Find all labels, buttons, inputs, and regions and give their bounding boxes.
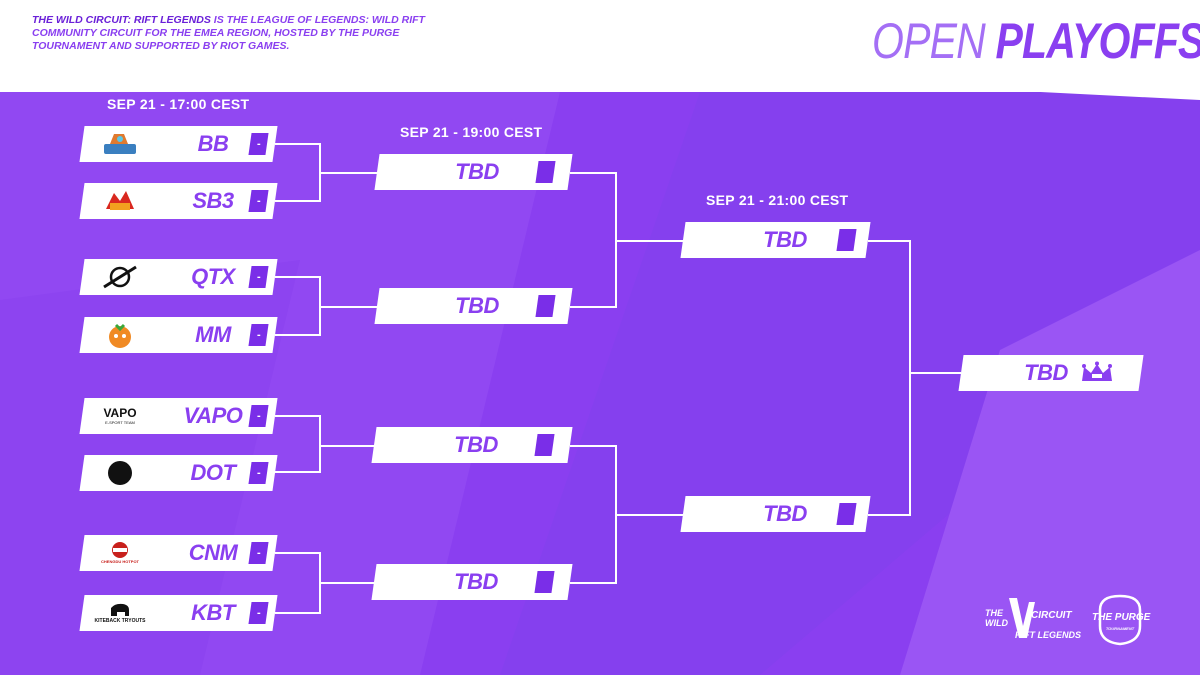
title-playoffs: Playoffs [995,13,1200,69]
team-card-kbt: KITEBACK TRYOUTS KBT - [79,595,278,631]
vapo-logo-text: VAPO [103,405,137,420]
the-purge-logo: THE PURGE TOURNAMENT [1090,590,1150,650]
title-open: Open [872,13,986,69]
team-card-sb3: SB3 - [79,183,278,219]
team-tag: KBT [191,600,235,625]
team-card-vapo: VAPO E-SPORT TEAM VAPO - [79,398,278,434]
team-tag: CNM [188,540,238,565]
semi-card-1: TBD [374,154,573,190]
semi-card-2: TBD [374,288,573,324]
crown-icon [1079,361,1115,385]
mm-logo-icon [92,321,148,349]
vapo-logo-icon: VAPO E-SPORT TEAM [92,402,148,430]
purge-line1: THE PURGE [1092,612,1151,623]
team-card-cnm: CHENGDU HOTPOT CNM - [79,535,278,571]
team-score: - [248,405,269,427]
dot-logo-icon [92,459,148,487]
team-score: - [248,133,269,155]
team-card-mm: MM - [79,317,278,353]
team-score: - [248,266,269,288]
semi-tag: TBD [454,569,498,594]
purge-line2: TOURNAMENT [1105,626,1135,631]
team-score: - [248,602,269,624]
kbt-logo-icon: KITEBACK TRYOUTS [92,599,148,627]
round1-date: SEP 21 - 17:00 CEST [107,96,250,112]
final-slot-tag: TBD [763,501,807,526]
semi-score [534,434,555,456]
intro-text: The Wild Circuit: Rift Legends is the Le… [32,14,427,53]
team-card-bb: BB - [79,126,278,162]
semi-card-3: TBD [371,427,573,463]
round3-date: SEP 21 - 21:00 CEST [706,192,849,208]
champion-card: TBD [958,355,1144,391]
bb-logo-icon [92,130,148,158]
team-score: - [248,542,269,564]
team-card-qtx: QTX - [79,259,278,295]
champion-tag: TBD [1024,360,1068,385]
team-tag: VAPO [183,403,243,428]
team-tag: BB [197,131,229,156]
cnm-logo-text: CHENGDU HOTPOT [101,559,139,564]
semi-score [535,295,556,317]
final-slot-score [836,229,857,251]
team-score: - [248,462,269,484]
kbt-logo-text: KITEBACK TRYOUTS [94,618,146,624]
team-card-dot: DOT - [79,455,278,491]
wild-circuit-line3: RIFT LEGENDS [1015,630,1082,640]
page-title: Open Playoffs [872,10,1200,72]
final-slot-tag: TBD [763,227,807,252]
wild-circuit-logo: THE WILD CIRCUIT RIFT LEGENDS [985,592,1081,648]
final-slot-score [836,503,857,525]
team-tag: QTX [191,264,235,289]
cnm-logo-icon: CHENGDU HOTPOT [92,539,148,567]
intro-rest: is the League of Legends: Wild Rift comm… [32,14,425,52]
final-slot-card-1: TBD [680,222,871,258]
round2-date: SEP 21 - 19:00 CEST [400,124,543,140]
semi-tag: TBD [455,159,499,184]
header-band [0,0,1200,100]
semi-score [535,161,556,183]
vapo-logo-subtext: E-SPORT TEAM [105,419,135,425]
wild-circuit-line2: CIRCUIT [1031,610,1072,621]
team-tag: DOT [190,460,236,485]
semi-score [534,571,555,593]
semi-card-4: TBD [371,564,573,600]
team-tag: MM [195,322,231,347]
team-score: - [248,190,269,212]
sb3-logo-icon [92,187,148,215]
semi-tag: TBD [455,293,499,318]
team-score: - [248,324,269,346]
qtx-logo-icon [92,263,148,291]
final-slot-card-2: TBD [680,496,871,532]
team-tag: SB3 [192,188,234,213]
wild-circuit-line1: THE WILD [985,608,1008,628]
intro-bold: The Wild Circuit: Rift Legends [32,14,211,26]
semi-tag: TBD [454,432,498,457]
